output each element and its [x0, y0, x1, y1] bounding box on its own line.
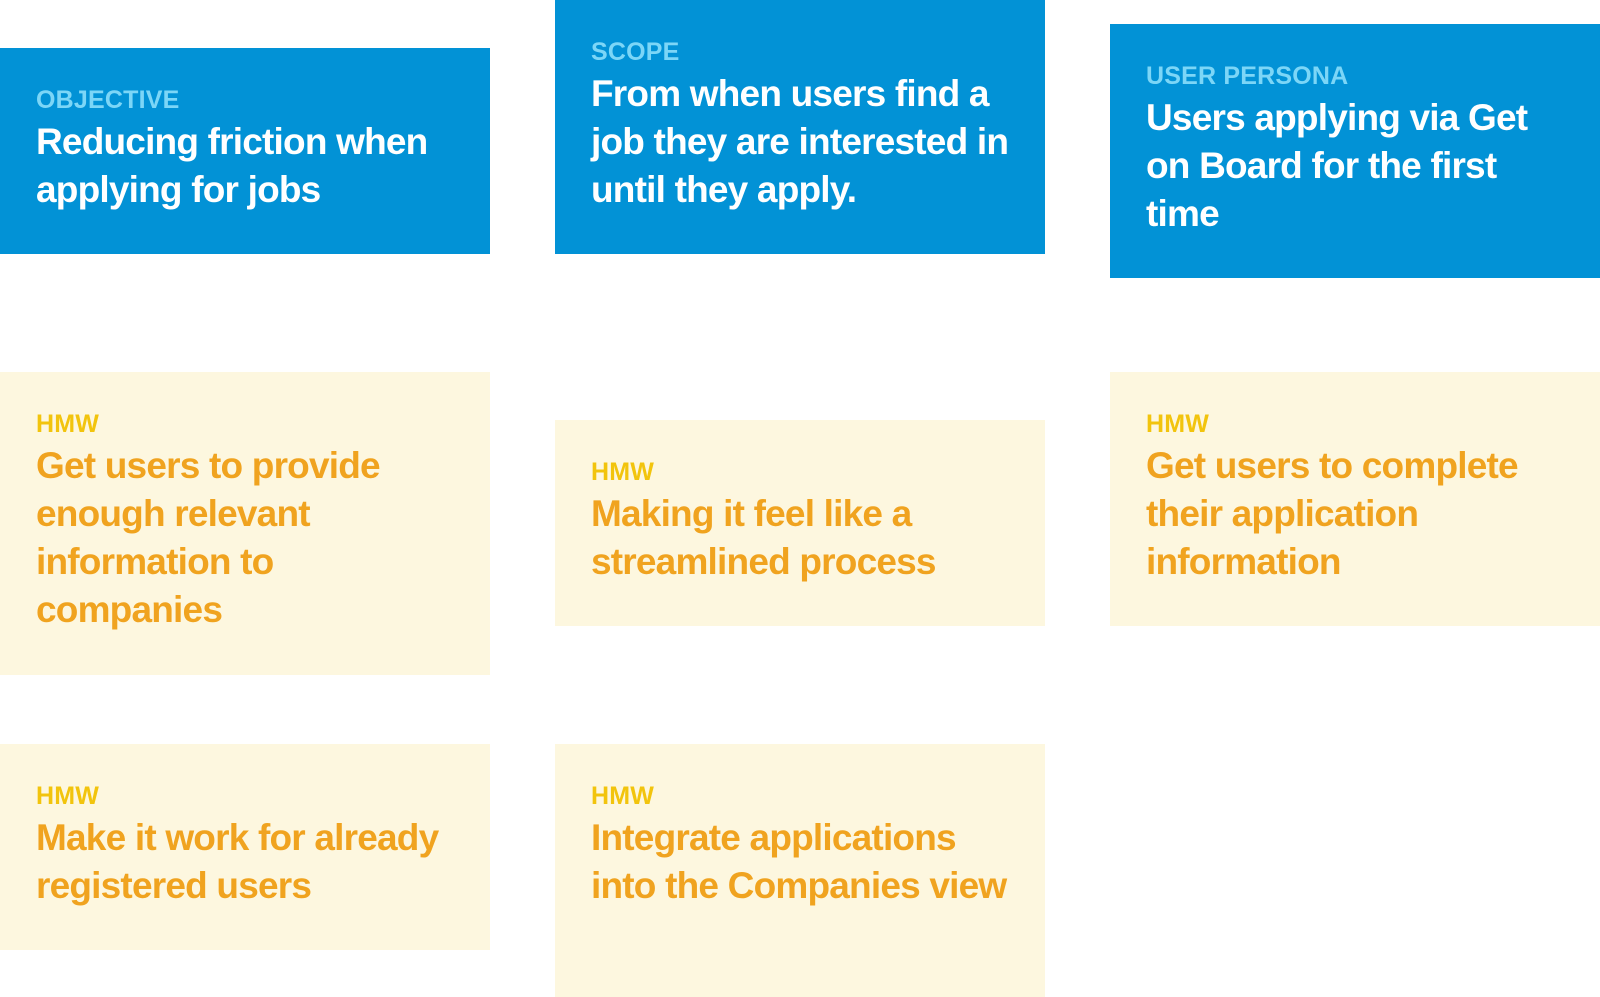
user-persona-text: Users applying via Get on Board for the …	[1146, 97, 1528, 234]
objective-label: OBJECTIVE	[36, 86, 180, 114]
hmw-card-relevant-information: HMW Get users to provide enough relevant…	[0, 372, 490, 675]
objective-card: OBJECTIVE Reducing friction when applyin…	[0, 48, 490, 254]
scope-label: SCOPE	[591, 38, 680, 66]
user-persona-label: USER PERSONA	[1146, 62, 1349, 90]
hmw-card-complete-application: HMW Get users to complete their applicat…	[1110, 372, 1600, 626]
hmw-label: HMW	[36, 782, 100, 810]
objective-text: Reducing friction when applying for jobs	[36, 121, 428, 210]
hmw-label: HMW	[36, 410, 100, 438]
user-persona-card: USER PERSONA Users applying via Get on B…	[1110, 24, 1600, 278]
hmw-text: Making it feel like a streamlined proces…	[591, 493, 936, 582]
hmw-label: HMW	[1146, 410, 1210, 438]
hmw-text: Get users to complete their application …	[1146, 445, 1519, 582]
scope-text: From when users find a job they are inte…	[591, 73, 1009, 210]
hmw-text: Integrate applications into the Companie…	[591, 817, 1007, 906]
hmw-text: Get users to provide enough relevant inf…	[36, 445, 381, 630]
hmw-card-registered-users: HMW Make it work for already registered …	[0, 744, 490, 950]
hmw-text: Make it work for already registered user…	[36, 817, 439, 906]
hmw-card-companies-view: HMW Integrate applications into the Comp…	[555, 744, 1045, 997]
hmw-label: HMW	[591, 458, 655, 486]
scope-card: SCOPE From when users find a job they ar…	[555, 0, 1045, 254]
hmw-label: HMW	[591, 782, 655, 810]
hmw-card-streamlined-process: HMW Making it feel like a streamlined pr…	[555, 420, 1045, 626]
